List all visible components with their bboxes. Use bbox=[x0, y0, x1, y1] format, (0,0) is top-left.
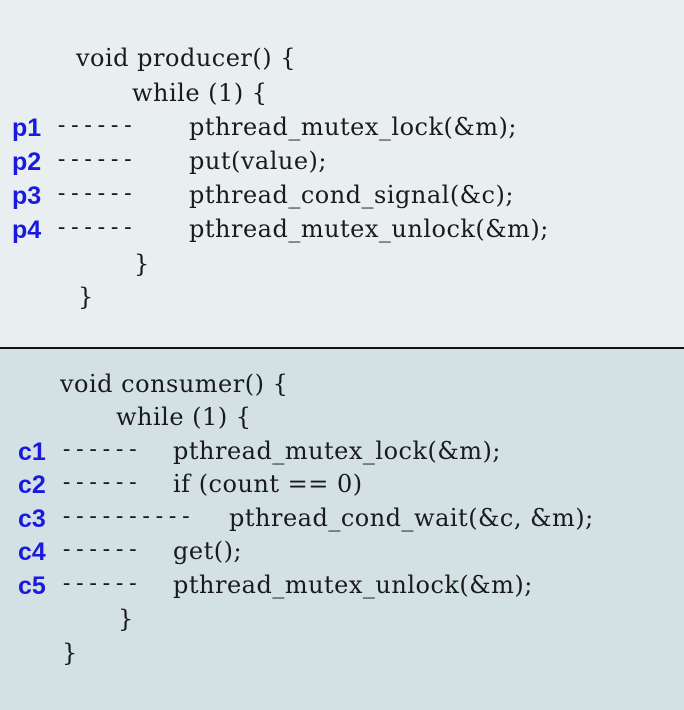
step-code-c2: if (count == 0) bbox=[173, 470, 363, 498]
step-code-p1: pthread_mutex_lock(&m); bbox=[189, 113, 517, 141]
step-dashes-p2: ------ bbox=[55, 147, 135, 172]
step-label-p2: p2 bbox=[12, 148, 42, 176]
step-dashes-c2: ------ bbox=[60, 470, 140, 495]
step-label-c5: c5 bbox=[18, 572, 46, 600]
producer-close: } bbox=[78, 283, 94, 311]
producer-while-line: while (1) { bbox=[132, 79, 268, 107]
step-label-c1: c1 bbox=[18, 438, 46, 466]
step-dashes-p1: ------ bbox=[55, 113, 135, 138]
step-dashes-p3: ------ bbox=[55, 181, 135, 206]
producer-while-close: } bbox=[134, 250, 150, 278]
producer-header: void producer() { bbox=[76, 44, 297, 72]
step-label-p4: p4 bbox=[12, 216, 42, 244]
step-code-p2: put(value); bbox=[189, 147, 327, 175]
step-dashes-c1: ------ bbox=[60, 437, 140, 462]
step-code-p3: pthread_cond_signal(&c); bbox=[189, 181, 514, 209]
producer-panel: void producer() { while (1) { p1 ------ … bbox=[0, 0, 684, 348]
step-label-c4: c4 bbox=[18, 538, 46, 566]
step-label-c2: c2 bbox=[18, 471, 46, 499]
step-code-c5: pthread_mutex_unlock(&m); bbox=[173, 571, 533, 599]
step-dashes-p4: ------ bbox=[55, 215, 135, 240]
step-dashes-c5: ------ bbox=[60, 571, 140, 596]
step-code-c3: pthread_cond_wait(&c, &m); bbox=[229, 504, 594, 532]
step-label-p3: p3 bbox=[12, 182, 42, 210]
step-dashes-c3: ---------- bbox=[60, 504, 193, 529]
consumer-panel: void consumer() { while (1) { c1 ------ … bbox=[0, 349, 684, 710]
step-dashes-c4: ------ bbox=[60, 537, 140, 562]
step-label-p1: p1 bbox=[12, 114, 42, 142]
step-code-c1: pthread_mutex_lock(&m); bbox=[173, 437, 501, 465]
step-label-c3: c3 bbox=[18, 505, 46, 533]
consumer-while-close: } bbox=[118, 605, 134, 633]
consumer-close: } bbox=[62, 639, 78, 667]
divider-line bbox=[0, 347, 684, 349]
step-code-c4: get(); bbox=[173, 537, 243, 565]
consumer-while-line: while (1) { bbox=[116, 403, 252, 431]
consumer-header: void consumer() { bbox=[60, 370, 289, 398]
step-code-p4: pthread_mutex_unlock(&m); bbox=[189, 215, 549, 243]
